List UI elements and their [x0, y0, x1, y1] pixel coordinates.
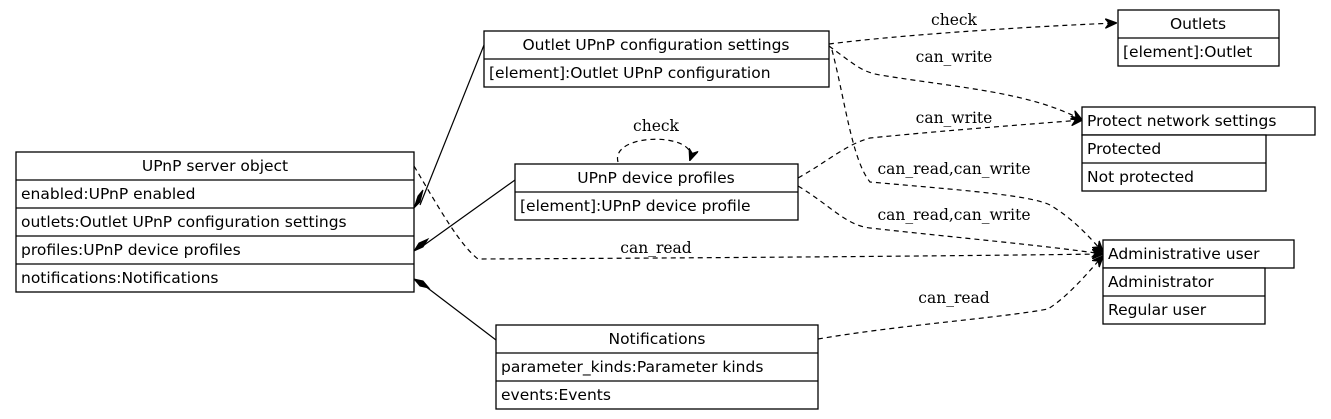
edge-label-can-read-can-write-2: can_read,can_write: [877, 206, 1030, 224]
edge-composition-outlets: [413, 44, 485, 209]
node-upnp-server-object: UPnP server object enabled:UPnP enabled …: [15, 151, 415, 293]
node-title: UPnP server object: [142, 157, 288, 175]
edge-device-profiles-can-write-protect: [797, 120, 1082, 179]
node-row: outlets:Outlet UPnP configuration settin…: [21, 213, 347, 231]
node-outlet-upnp-configuration-settings: Outlet UPnP configuration settings [elem…: [483, 30, 830, 88]
node-row: profiles:UPnP device profiles: [21, 241, 241, 259]
edge-label-can-read-1: can_read: [620, 239, 691, 257]
node-row: Regular user: [1108, 301, 1207, 319]
node-title: Outlets: [1170, 15, 1226, 33]
edge-label-check-self: check: [633, 117, 680, 135]
node-row: Protected: [1087, 140, 1161, 158]
node-row: enabled:UPnP enabled: [21, 185, 196, 203]
node-administrative-user: Administrative user Administrator Regula…: [1102, 239, 1295, 325]
edge-device-profiles-check-self: [617, 138, 690, 162]
edge-outlet-cfg-can-read-write-admin: [831, 49, 1103, 252]
node-title: Administrative user: [1108, 245, 1260, 263]
edge-label-can-read-2: can_read: [918, 289, 989, 307]
edge-label-can-read-can-write-1: can_read,can_write: [877, 160, 1030, 178]
node-row: notifications:Notifications: [21, 269, 218, 287]
edge-label-can-write-2: can_write: [916, 109, 993, 127]
node-outlets: Outlets [element]:Outlet: [1117, 9, 1280, 67]
edge-composition-notifications: [412, 278, 497, 341]
edge-label-check: check: [931, 11, 978, 29]
edge-device-profiles-can-read-write-admin: [797, 185, 1103, 254]
node-notifications: Notifications parameter_kinds:Parameter …: [495, 324, 819, 410]
node-row: [element]:UPnP device profile: [520, 197, 751, 215]
node-title: UPnP device profiles: [577, 169, 734, 187]
node-row: Administrator: [1108, 273, 1214, 291]
node-upnp-device-profiles: UPnP device profiles [element]:UPnP devi…: [514, 163, 799, 221]
node-row: [element]:Outlet: [1123, 43, 1252, 61]
edge-outlet-cfg-check-outlets: [828, 23, 1116, 45]
node-title: Notifications: [608, 330, 705, 348]
edge-composition-profiles: [412, 179, 516, 253]
node-row: parameter_kinds:Parameter kinds: [501, 358, 763, 377]
edge-outlet-cfg-can-write-protect: [828, 45, 1082, 120]
node-protect-network-settings: Protect network settings Protected Not p…: [1081, 106, 1316, 192]
edge-label-can-write: can_write: [916, 48, 993, 66]
node-row: [element]:Outlet UPnP configuration: [489, 64, 771, 82]
node-title: Protect network settings: [1087, 112, 1276, 130]
edge-upnp-server-can-read-admin: [413, 165, 1103, 260]
node-row: Not protected: [1087, 168, 1194, 186]
node-title: Outlet UPnP configuration settings: [522, 36, 789, 54]
node-row: events:Events: [501, 386, 611, 404]
